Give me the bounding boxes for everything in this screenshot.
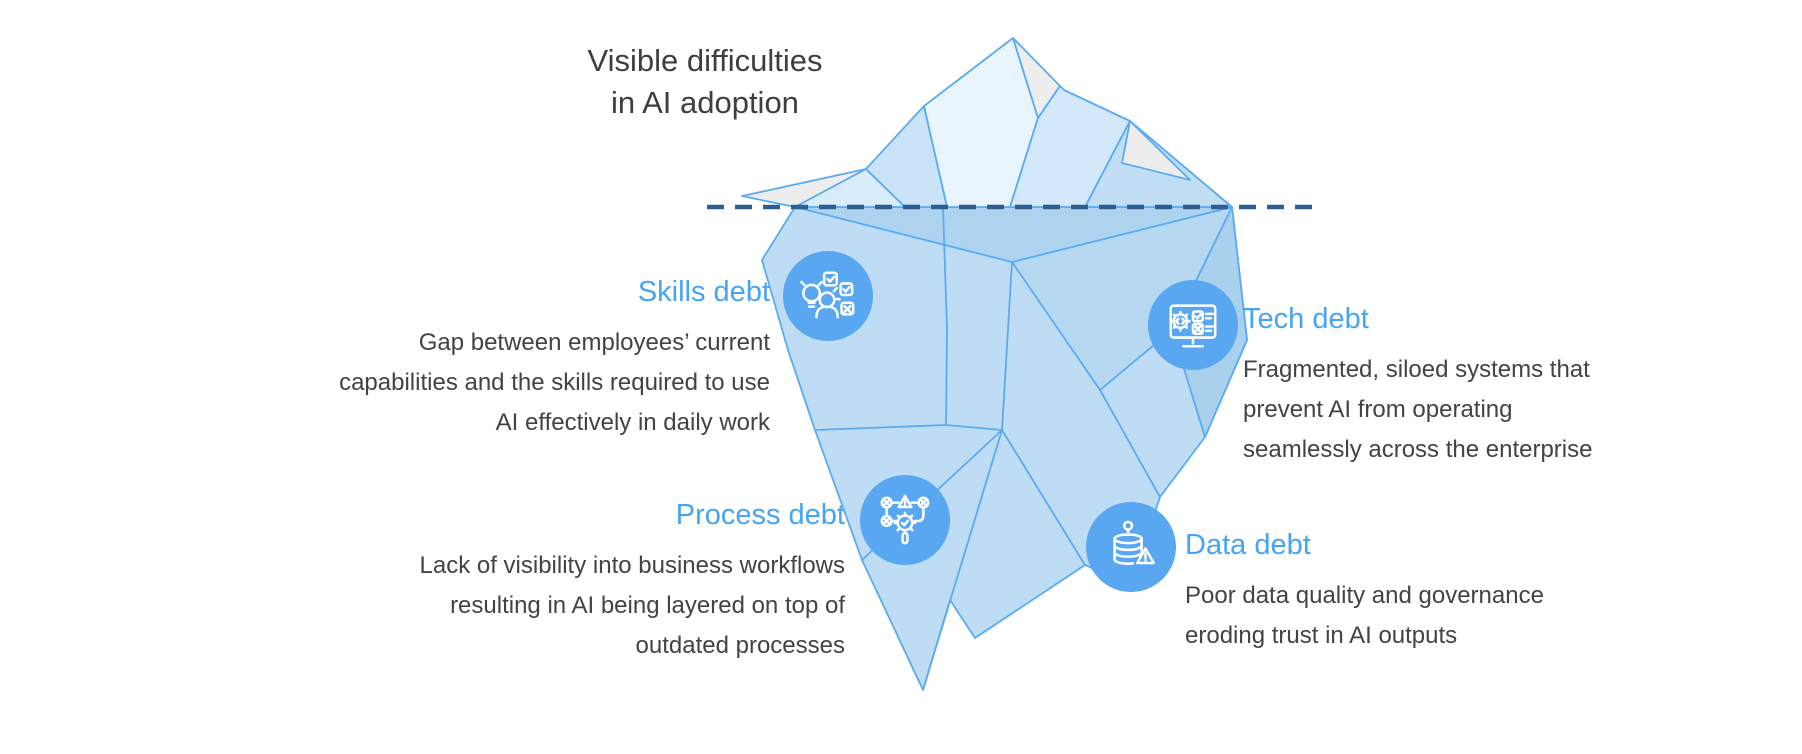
description-line: outdated processes [635, 632, 845, 659]
description-line: eroding trust in AI outputs [1185, 622, 1458, 649]
tech-debt-label: Tech debt [1243, 303, 1369, 335]
monitor-gear-checklist-icon [1169, 304, 1217, 348]
process-debt-description: Lack of visibility into business workflo… [355, 546, 846, 666]
tech-debt-description: Fragmented, siloed systems that prevent … [1243, 350, 1683, 470]
title-line-2: in AI adoption [611, 85, 799, 120]
process-debt-label: Process debt [675, 499, 845, 531]
skills-debt-description: Gap between employees’ current capabilit… [280, 323, 770, 443]
callout-tech-debt: Tech debt Fragmented, siloed systems tha… [1243, 302, 1683, 470]
iceberg-gray-facet [1121, 120, 1191, 181]
skills-lightbulb-person-checklist-icon [800, 271, 855, 319]
process-debt-badge [860, 475, 950, 565]
database-warning-icon [1113, 520, 1155, 565]
tech-debt-badge [1148, 280, 1238, 370]
description-line: prevent AI from operating [1243, 396, 1513, 423]
description-line: Gap between employees’ current [418, 329, 770, 356]
description-line: Lack of visibility into business workflo… [419, 552, 846, 579]
description-line: Fragmented, siloed systems that [1243, 356, 1590, 383]
description-line: resulting in AI being layered on top of [450, 592, 845, 619]
title-line-1: Visible difficulties [587, 43, 823, 78]
data-debt-badge [1086, 502, 1176, 592]
page-title: Visible difficulties in AI adoption [520, 40, 890, 124]
skills-debt-badge [783, 251, 873, 341]
data-debt-label: Data debt [1185, 529, 1311, 561]
callout-process-debt: Process debt Lack of visibility into bus… [355, 498, 846, 666]
description-line: AI effectively in daily work [495, 409, 770, 436]
data-debt-description: Poor data quality and governance eroding… [1185, 576, 1645, 656]
description-line: Poor data quality and governance [1185, 582, 1544, 609]
description-line: capabilities and the skills required to … [339, 369, 770, 396]
callout-skills-debt: Skills debt Gap between employees’ curre… [280, 275, 770, 443]
callout-data-debt: Data debt Poor data quality and governan… [1185, 528, 1645, 656]
description-line: seamlessly across the enterprise [1243, 436, 1593, 463]
skills-debt-label: Skills debt [637, 276, 770, 308]
workflow-gear-magnifier-icon [880, 494, 930, 545]
